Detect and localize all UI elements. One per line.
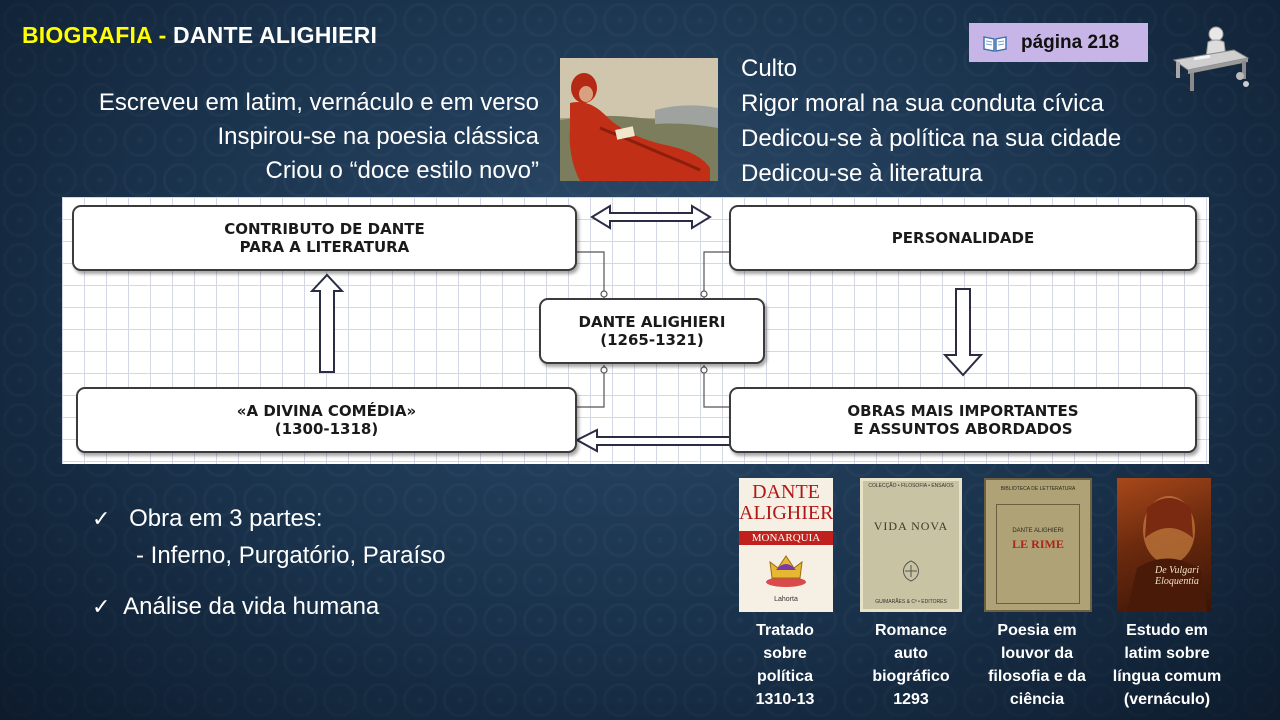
cover-title: VIDA NOVA [873, 519, 949, 533]
book-cover-vida-nova: COLECÇÃO • FILOSOFIA • ENSAIOS VIDA NOVA… [860, 478, 962, 612]
cover-title-line: De Vulgari [1155, 565, 1199, 576]
checkmark-icon: ✓ [92, 595, 111, 620]
crown-icon [766, 555, 806, 587]
double-arrow-icon [590, 204, 712, 230]
bullet-subitem: - Inferno, Purgatório, Paraíso [136, 542, 446, 569]
personality-trait: Culto [741, 55, 798, 82]
diagram-connectors [309, 204, 984, 453]
cover-title: LE RIME [1012, 537, 1064, 551]
bullet-text: Análise da vida humana [123, 593, 380, 620]
page-badge-label: página 218 [1021, 31, 1120, 53]
literary-trait: Inspirou-se na poesia clássica [217, 123, 539, 150]
open-book-icon [983, 35, 1007, 52]
up-arrow-icon [309, 273, 345, 373]
personality-trait: Dedicou-se à política na sua cidade [741, 125, 1122, 152]
box-center-label: DANTE ALIGHIERI (1265-1321) [578, 313, 726, 349]
box-comedia-label: «A DIVINA COMÉDIA» (1300-1318) [236, 402, 417, 438]
book-caption: Estudo em latim sobre língua comum (vern… [1112, 622, 1222, 708]
box-contributo: CONTRIBUTO DE DANTE PARA A LITERATURA [72, 205, 577, 271]
left-arrow-icon [574, 428, 731, 453]
book-cover-le-rime: BIBLIOTECA DE LETTERATURA DANTE ALIGHIER… [984, 478, 1092, 612]
book-caption: Tratado sobre política 1310-13 [755, 622, 815, 708]
personality-traits-list: Culto Rigor moral na sua conduta cívica … [741, 51, 1121, 191]
dante-portrait-image [560, 58, 718, 181]
box-personalidade: PERSONALIDADE [729, 205, 1197, 271]
book-cover-de-vulgari: De Vulgari Eloquentia [1117, 478, 1211, 612]
title-prefix: BIOGRAFIA - [22, 22, 174, 48]
cover-publisher: GUIMARÃES & Cª • EDITORES [875, 599, 947, 605]
box-center-dante: DANTE ALIGHIERI (1265-1321) [539, 298, 765, 364]
concept-diagram: CONTRIBUTO DE DANTE PARA A LITERATURA PE… [62, 197, 1209, 464]
bullet-item: ✓ Obra em 3 partes: [92, 505, 323, 533]
personality-trait: Rigor moral na sua conduta cívica [741, 90, 1104, 117]
page-badge: página 218 [969, 23, 1148, 62]
cover-series: BIBLIOTECA DE LETTERATURA [1000, 486, 1076, 492]
cover-band: MONARQUIA [739, 531, 833, 545]
literary-trait: Escreveu em latim, vernáculo e em verso [98, 89, 539, 116]
cover-author: DANTE ALIGHIERI [1012, 528, 1064, 534]
cover-series: COLECÇÃO • FILOSOFIA • ENSAIOS [868, 483, 954, 489]
box-obras-label: OBRAS MAIS IMPORTANTES E ASSUNTOS ABORDA… [847, 402, 1079, 438]
bullet-text: Obra em 3 partes: [129, 505, 323, 532]
literary-trait: Criou o “doce estilo novo” [265, 157, 539, 184]
book-cover-monarquia: DANTE ALIGHIERI MONARQUIA Lahorta [739, 478, 833, 612]
person-at-desk-icon [1172, 26, 1250, 91]
box-divina-comedia: «A DIVINA COMÉDIA» (1300-1318) [76, 387, 577, 453]
literary-traits-list: Escreveu em latim, vernáculo e em verso … [99, 86, 539, 188]
title-name: DANTE ALIGHIERI [173, 22, 378, 48]
cover-title-line: DANTE [752, 481, 820, 503]
bullet-item: ✓ Análise da vida humana [92, 593, 379, 621]
checkmark-icon: ✓ [92, 507, 111, 532]
box-contributo-label: CONTRIBUTO DE DANTE PARA A LITERATURA [224, 220, 425, 256]
down-arrow-icon [942, 288, 984, 377]
ornament-icon [903, 560, 919, 582]
book-caption: Poesia em louvor da filosofia e da ciênc… [988, 622, 1086, 708]
cover-publisher: Lahorta [774, 596, 798, 603]
box-personalidade-label: PERSONALIDADE [891, 229, 1035, 247]
cover-title-line: Eloquentia [1155, 576, 1199, 587]
cover-title-line: ALIGHIERI [739, 502, 833, 524]
book-caption: Romance auto biográfico 1293 [872, 622, 950, 708]
personality-trait: Dedicou-se à literatura [741, 160, 983, 187]
box-obras: OBRAS MAIS IMPORTANTES E ASSUNTOS ABORDA… [729, 387, 1197, 453]
slide-title: BIOGRAFIA - DANTE ALIGHIERI [22, 22, 377, 49]
